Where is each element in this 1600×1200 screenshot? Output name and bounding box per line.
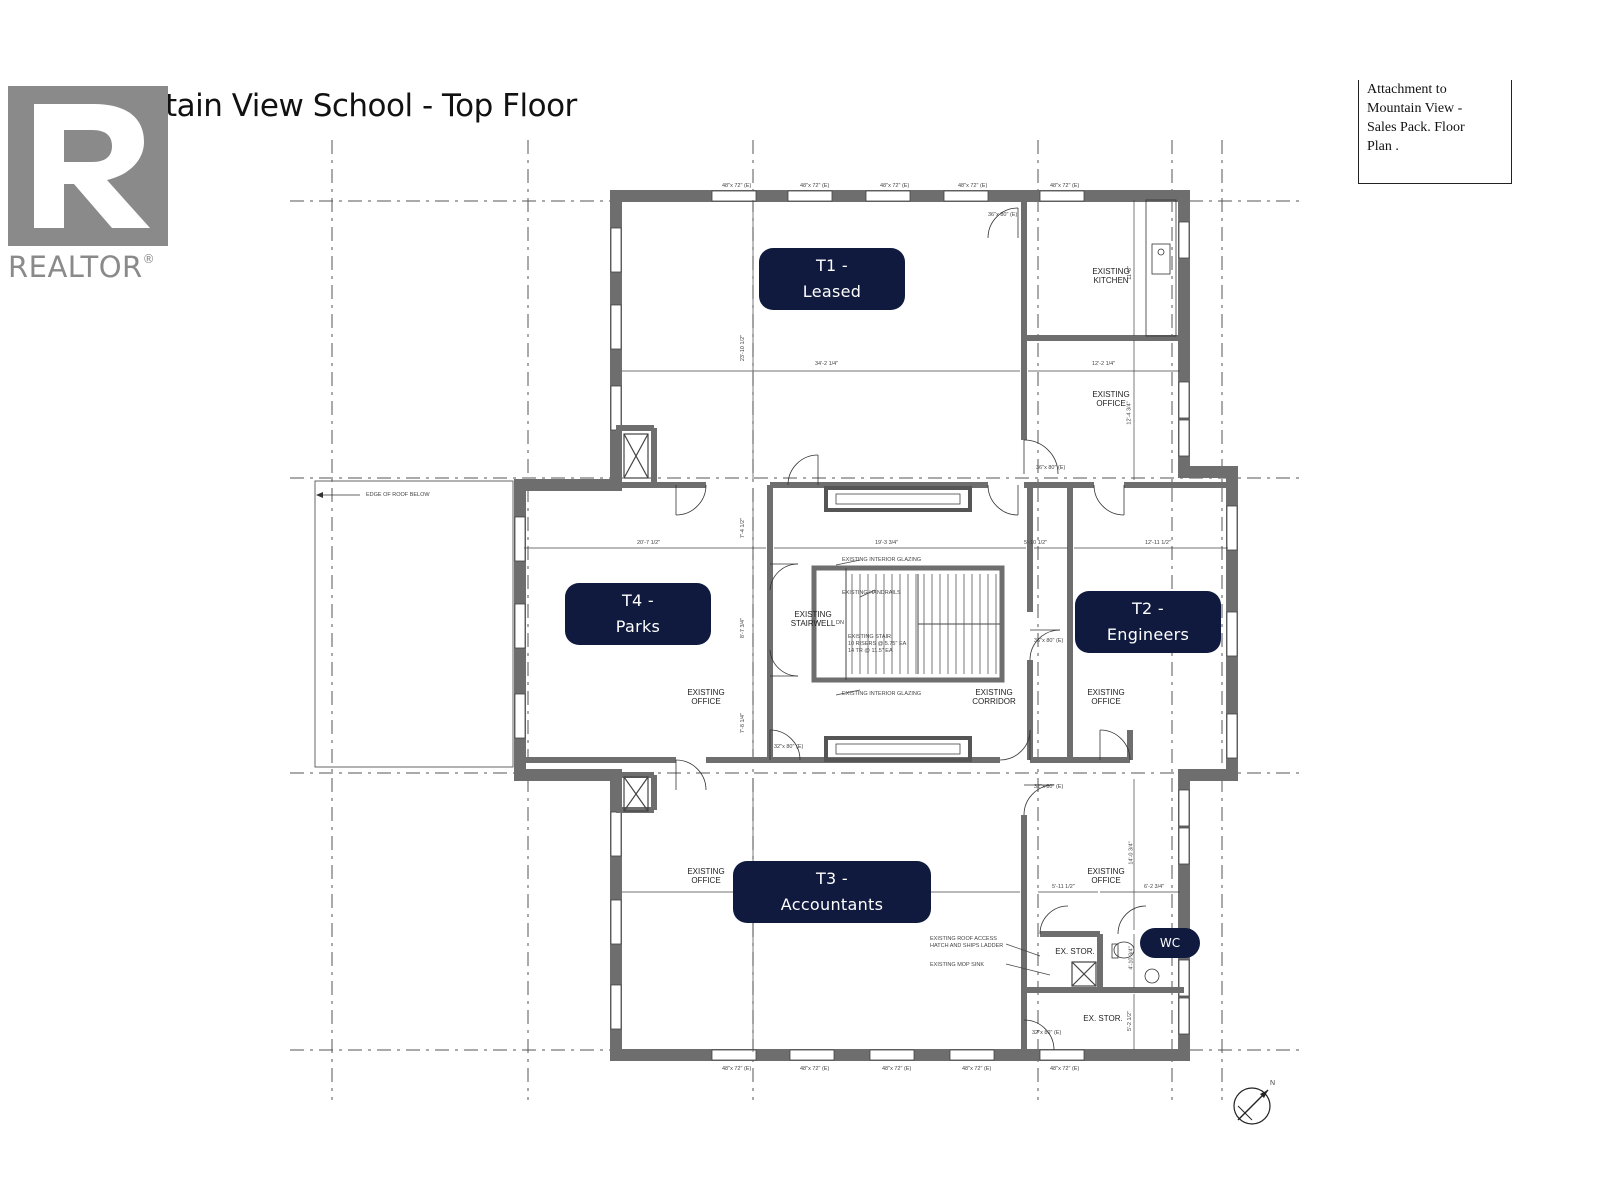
- realtor-r-icon: [8, 86, 168, 246]
- window-tag: 48"x 72" (E): [722, 1066, 752, 1072]
- dimension-label: 19'-3 3/4": [875, 540, 899, 546]
- annotation-glazing-bottom: EXISTING INTERIOR GLAZING: [842, 691, 922, 697]
- trademark-symbol: ®: [142, 252, 156, 266]
- attachment-note: Attachment to Mountain View - Sales Pack…: [1358, 80, 1512, 184]
- annotation-mop-sink: EXISTING MOP SINK: [930, 962, 984, 968]
- tenant-id: T2 -: [1131, 599, 1164, 618]
- dimension-label: 7'-8 1/4": [740, 712, 747, 734]
- window-tag: 48"x 72" (E): [800, 1066, 830, 1072]
- tenant-name: Engineers: [1106, 625, 1190, 644]
- dimension-label: 14'-0 3/4": [1128, 841, 1135, 865]
- window-tag: 48"x 72" (E): [958, 183, 988, 189]
- realtor-logo: REALTOR®: [8, 86, 170, 284]
- window-tag: 48"x 72" (E): [962, 1066, 992, 1072]
- tenant-badge-t2: T2 - Engineers: [1075, 591, 1221, 653]
- dimension-label: 4'-10 3/4": [1128, 946, 1135, 970]
- door-tag: 32"x 80" (E): [1034, 784, 1064, 790]
- realtor-text: REALTOR: [8, 250, 143, 284]
- annotation-handrails: EXISTING HANDRAILS: [842, 590, 901, 596]
- dimension-label: 12'-4 3/4": [1126, 401, 1133, 425]
- note-line: Attachment to: [1367, 82, 1447, 97]
- tenant-id: T3 -: [815, 869, 848, 888]
- door-tag: 32"x 80" (E): [1032, 1030, 1062, 1036]
- window-tag: 48"x 72" (E): [880, 183, 910, 189]
- wc-badge: WC: [1140, 928, 1200, 958]
- window-tag: 48"x 72" (E): [1050, 183, 1080, 189]
- dimension-label: 11'-6": [1126, 266, 1133, 280]
- annotation-dn: DN: [836, 620, 844, 626]
- compass-north-label: N: [1270, 1080, 1276, 1087]
- door-tag: 36"x 80" (E): [1036, 465, 1066, 471]
- door-tag: 36"x 80" (E): [1034, 638, 1064, 644]
- door-tag: 36"x 80" (E): [988, 212, 1018, 218]
- note-line: Mountain View -: [1367, 101, 1463, 116]
- north-arrow-icon: [1233, 1087, 1271, 1125]
- tenant-id: T1 -: [815, 256, 848, 275]
- note-line: Plan .: [1367, 139, 1399, 154]
- door-tag: 32"x 80" (E): [774, 744, 804, 750]
- note-line: Sales Pack. Floor: [1367, 120, 1465, 135]
- dimension-label: 34'-2 1/4": [815, 361, 839, 367]
- tenant-name: Parks: [615, 617, 661, 636]
- dimension-label: 5'-2 1/2": [1127, 1010, 1134, 1032]
- dimension-label: 23'-10 1/2": [740, 334, 747, 362]
- annotation-edge-roof: EDGE OF ROOF BELOW: [366, 492, 430, 498]
- room-label-ex-stor-2: EX. STOR.: [1083, 1014, 1123, 1023]
- window-tag: 48"x 72" (E): [800, 183, 830, 189]
- tenant-badge-t3: T3 - Accountants: [733, 861, 931, 923]
- dimension-label: 5'-11 1/2": [1052, 884, 1075, 890]
- annotation-glazing-top: EXISTING INTERIOR GLAZING: [842, 557, 922, 563]
- dimension-label: 20'-7 1/2": [637, 540, 661, 546]
- tenant-badge-t1: T1 - Leased: [759, 248, 905, 310]
- tenant-name: Accountants: [780, 895, 884, 914]
- realtor-wordmark: REALTOR®: [8, 250, 170, 284]
- room-label-ex-stor-1: EX. STOR.: [1055, 947, 1095, 956]
- tenant-badge-t4: T4 - Parks: [565, 583, 711, 645]
- dimension-label: 12'-2 1/4": [1092, 361, 1116, 367]
- window-tag: 48"x 72" (E): [882, 1066, 912, 1072]
- tenant-id: T4 -: [621, 591, 654, 610]
- dimension-label: 6'-2 3/4": [1144, 884, 1165, 890]
- window-tag: 48"x 72" (E): [722, 183, 752, 189]
- dimension-label: 12'-11 1/2": [1145, 540, 1171, 546]
- dimension-label: 5'-10 1/2": [1024, 540, 1048, 546]
- window-tag: 48"x 72" (E): [1050, 1066, 1080, 1072]
- dimension-label: 7'-4 1/2": [740, 517, 747, 539]
- tenant-name: Leased: [802, 282, 862, 301]
- dimension-label: 8'-7 3/4": [740, 617, 747, 639]
